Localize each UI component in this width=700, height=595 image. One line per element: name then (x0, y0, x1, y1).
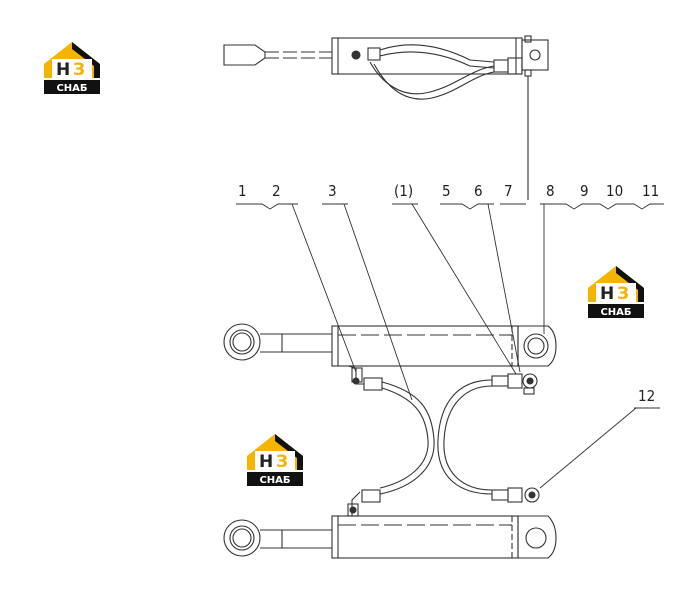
callout-leaders (236, 203, 664, 489)
crossing-hoses (379, 379, 493, 495)
lower-cylinder (223, 487, 557, 559)
callout-2: 2 (272, 182, 281, 200)
callout-labels: 1 2 3 (1) 5 6 7 8 9 10 11 12 (238, 182, 659, 405)
callout-3: 3 (328, 182, 337, 200)
callout-1: 1 (238, 182, 247, 200)
logo-subtitle: СНАБ (56, 83, 87, 94)
callout-1-parenthesized: (1) (394, 182, 413, 200)
logo-letter-main: Н (259, 452, 273, 472)
brand-logo: Н З СНАБ (243, 430, 307, 490)
logo-letter-accent: З (73, 60, 85, 80)
logo-letter-accent: З (276, 452, 288, 472)
upper-cylinder (223, 323, 557, 395)
callout-5: 5 (442, 182, 451, 200)
brand-logo: Н З СНАБ (40, 38, 104, 98)
callout-12: 12 (638, 387, 655, 405)
top-cylinder-view (223, 35, 549, 200)
callout-11: 11 (642, 182, 659, 200)
callout-7: 7 (504, 182, 513, 200)
callout-6: 6 (474, 182, 483, 200)
callout-8: 8 (546, 182, 555, 200)
logo-subtitle: СНАБ (600, 307, 631, 318)
callout-10: 10 (606, 182, 623, 200)
callout-9: 9 (580, 182, 589, 200)
logo-letter-accent: З (617, 284, 629, 304)
logo-subtitle: СНАБ (259, 475, 290, 486)
logo-letter-main: Н (600, 284, 614, 304)
brand-logo: Н З СНАБ (584, 262, 648, 322)
logo-letter-main: Н (56, 60, 70, 80)
